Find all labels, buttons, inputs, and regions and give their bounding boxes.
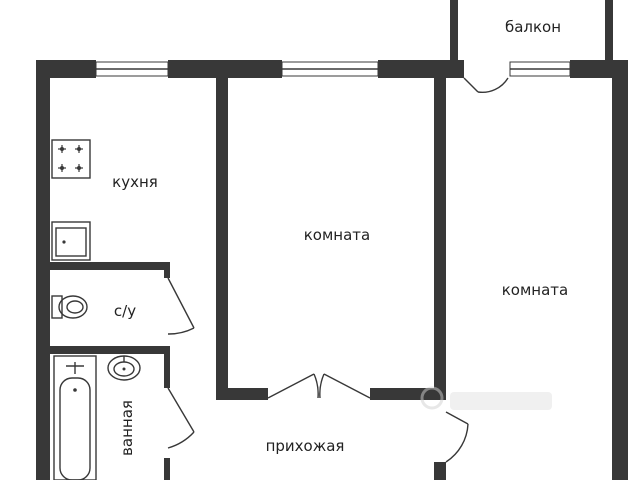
window-icon	[509, 61, 571, 77]
wall-bath-right-bottom	[164, 458, 170, 480]
label-bathroom: ванная	[118, 400, 136, 456]
wall-room1-bottom-left	[216, 388, 268, 400]
label-room-left: комната	[304, 226, 370, 244]
window-icon	[95, 61, 169, 77]
wall-bath-right-top	[164, 346, 170, 388]
label-balcony: балкон	[505, 18, 561, 36]
balcony-wall-right	[605, 0, 613, 62]
right-wall	[612, 60, 628, 480]
washbasin-icon	[107, 355, 141, 381]
left-wall	[36, 60, 50, 480]
doors	[167, 277, 469, 463]
top-wall-right	[570, 60, 622, 78]
wall-room1-room2	[434, 78, 446, 400]
sink-icon	[51, 221, 91, 261]
window-icon	[281, 61, 379, 77]
balcony	[450, 0, 613, 94]
watermark-logo	[420, 386, 552, 410]
wall-wc-bath	[50, 346, 168, 354]
door-swing-icon	[445, 411, 469, 463]
wall-kitchen-room1	[216, 78, 228, 398]
interior-walls	[50, 78, 446, 480]
wall-wc-right-top	[164, 262, 170, 278]
balcony-wall-left	[450, 0, 458, 62]
top-wall-left	[36, 60, 96, 78]
top-wall-midright	[378, 60, 464, 78]
outer-walls	[36, 60, 628, 480]
top-wall-mid	[168, 60, 282, 78]
wall-room2-lower	[434, 462, 446, 480]
wall-kitchen-wc	[50, 262, 168, 270]
door-swing-icon	[267, 373, 371, 399]
label-room-right: комната	[502, 281, 568, 299]
label-kitchen: кухня	[112, 173, 158, 191]
label-wc: с/у	[114, 302, 136, 320]
label-hallway: прихожая	[266, 437, 345, 455]
door-swing-icon	[167, 387, 195, 449]
bathtub-icon	[53, 355, 97, 480]
door-swing-icon	[167, 277, 195, 335]
stove-icon	[51, 139, 91, 179]
door-swing-icon	[463, 77, 509, 94]
toilet-icon	[51, 295, 88, 319]
windows	[95, 61, 571, 77]
